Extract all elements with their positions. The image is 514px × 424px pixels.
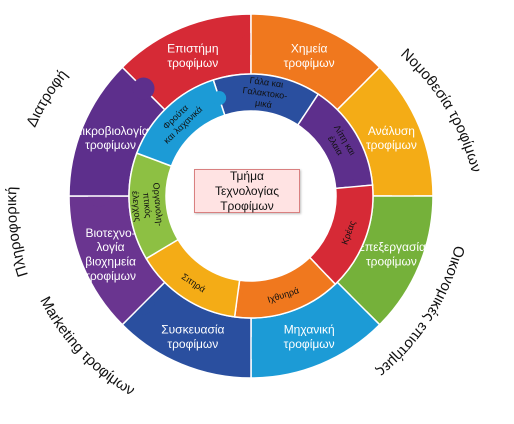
outer-label-diatrofi: Διατροφή (23, 66, 71, 129)
outer-label-pliroforiki: Πληροφορική (3, 186, 32, 279)
inner-puzzle-knob (212, 91, 227, 106)
center-title: Τμήμα Τεχνολογίας Τροφίμων (194, 169, 300, 213)
inner-segment-label: Οργανολη-πτικόςέλεγχος (130, 182, 165, 228)
outer-puzzle-knob (132, 77, 155, 100)
